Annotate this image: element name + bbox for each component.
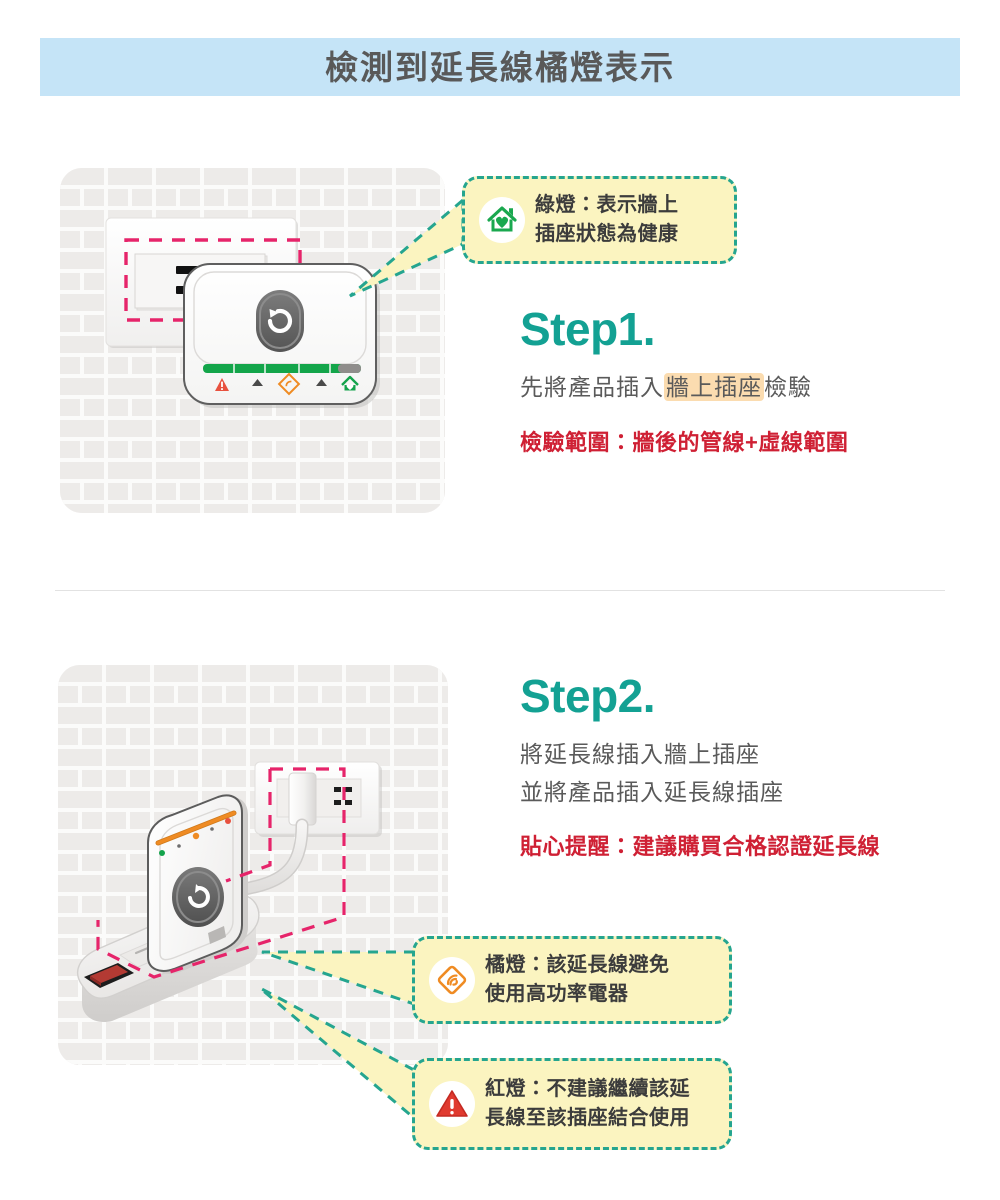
page-title-banner: 檢測到延長線橘燈表示	[40, 38, 960, 96]
warning-triangle-icon	[436, 1090, 468, 1117]
green-house-icon	[159, 850, 165, 856]
wall-outlet-plate	[254, 761, 382, 837]
step2-text-block: Step2. 將延長線插入牆上插座 並將產品插入延長線插座 貼心提醒：建議購買合…	[520, 672, 950, 861]
step1-illustration	[60, 168, 445, 513]
step1-heading: Step1.	[520, 303, 656, 355]
step1-line-1-after: 檢驗	[764, 374, 812, 401]
callout-red-light: 紅燈：不建議繼續該延 長線至該插座結合使用	[412, 1058, 732, 1150]
power-switch	[84, 963, 134, 988]
green-house-icon	[341, 375, 359, 391]
step2-note: 貼心提醒：建議購買合格認證延長線	[520, 833, 881, 859]
up-arrow-icon	[210, 827, 214, 831]
power-reset-icon	[267, 308, 293, 334]
detector-device	[183, 263, 380, 408]
device-led-bar	[203, 364, 361, 373]
callout-orange-badge	[429, 957, 475, 1003]
up-arrow-icon	[177, 844, 181, 848]
house-heart-icon	[487, 206, 517, 232]
power-reset-icon	[188, 884, 210, 908]
step2-line-1: 將延長線插入牆上插座	[520, 741, 760, 768]
step1-text-block: Step1. 先將產品插入牆上插座檢驗 檢驗範圍：牆後的管線+虛線範圍	[520, 305, 950, 457]
callout-green-text: 綠燈：表示牆上 插座狀態為健康	[535, 191, 693, 249]
callout-red-badge	[429, 1081, 475, 1127]
diamond-signal-icon	[437, 965, 467, 995]
warning-triangle-icon	[225, 818, 231, 824]
warning-triangle-icon	[215, 378, 229, 391]
socket-slots	[334, 787, 352, 805]
callout-orange-light: 橘燈：該延長線避免 使用高功率電器	[412, 936, 732, 1024]
detector-device	[147, 794, 248, 974]
section-divider	[55, 590, 945, 591]
callout-red-line-2: 長線至該插座結合使用	[485, 1107, 690, 1129]
callout-orange-line-2: 使用高功率電器	[485, 983, 629, 1005]
orange-diamond-icon	[192, 832, 200, 840]
callout-green-line-2: 插座狀態為健康	[535, 223, 679, 245]
inspection-range-dashed-path	[96, 767, 346, 979]
callout-green-line-1: 綠燈：表示牆上	[535, 194, 679, 216]
callout-red-text: 紅燈：不建議繼續該延 長線至該插座結合使用	[485, 1075, 704, 1133]
up-arrow-icon	[252, 379, 263, 386]
callout-green-light: 綠燈：表示牆上 插座狀態為健康	[462, 176, 737, 264]
device-indicator-icons	[159, 818, 231, 856]
device-power-reset-button	[256, 290, 304, 352]
step1-line-1-highlight: 牆上插座	[664, 373, 764, 402]
step2-illustration	[58, 665, 448, 1065]
orange-diamond-icon	[277, 372, 301, 396]
device-plug-prong	[208, 926, 226, 944]
callout-orange-text: 橘燈：該延長線避免 使用高功率電器	[485, 951, 684, 1009]
inserted-plug	[288, 772, 317, 826]
callout-red-line-1: 紅燈：不建議繼續該延	[485, 1078, 690, 1100]
callout-green-badge	[479, 197, 525, 243]
step1-line-1: 先將產品插入牆上插座檢驗	[520, 369, 950, 406]
page-title: 檢測到延長線橘燈表示	[325, 48, 675, 86]
callout-orange-line-1: 橘燈：該延長線避免	[485, 954, 670, 976]
device-led-bar	[155, 810, 237, 846]
inspection-range-dashed-branch	[225, 769, 272, 883]
up-arrow-icon	[316, 379, 327, 386]
device-power-reset-button	[172, 867, 224, 927]
step1-line-1-before: 先將產品插入	[520, 374, 664, 401]
device-indicator-icons	[215, 372, 359, 396]
step1-note: 檢驗範圍：牆後的管線+虛線範圍	[520, 429, 849, 455]
step2-line-2: 並將產品插入延長線插座	[520, 778, 784, 805]
step2-heading: Step2.	[520, 670, 656, 722]
